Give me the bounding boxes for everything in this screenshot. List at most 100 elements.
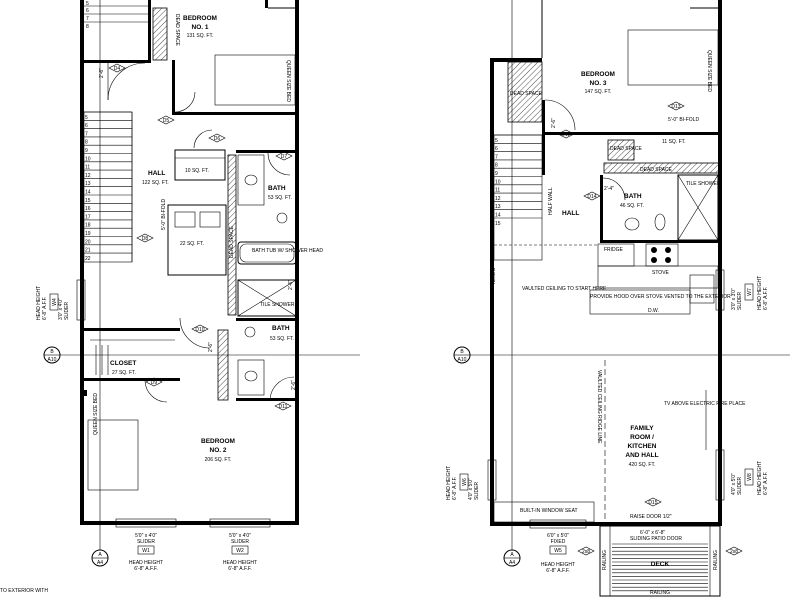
svg-text:5'0" x 4'0": 5'0" x 4'0" bbox=[135, 533, 157, 539]
svg-text:SLIDER: SLIDER bbox=[737, 292, 743, 310]
right-stair-step-number: 14 bbox=[495, 213, 501, 219]
dead-space-small-label: DEAD SPACE bbox=[610, 146, 643, 152]
window-w4-label: HEAD HEIGHT 6'-8" A.F.F. 3'0" x 4'0" SLI… bbox=[36, 286, 70, 320]
svg-text:6'-8" A.F.F.: 6'-8" A.F.F. bbox=[452, 476, 458, 500]
left-stair-step-number: 21 bbox=[85, 248, 91, 254]
svg-text:6'0" x 5'0": 6'0" x 5'0" bbox=[547, 533, 569, 539]
left-stair-step-number: 20 bbox=[85, 239, 91, 245]
door-d9: D9 bbox=[144, 377, 168, 403]
door-tag-d10: D10 bbox=[195, 327, 204, 333]
svg-text:HEAD HEIGHT: HEAD HEIGHT bbox=[36, 286, 42, 320]
deck-boards bbox=[612, 543, 708, 592]
door-d7: D7 bbox=[267, 151, 293, 176]
left-stair-step-number: 11 bbox=[85, 165, 90, 171]
right-stair-step-number: 6 bbox=[495, 146, 498, 152]
closet27-north-wall bbox=[84, 328, 180, 331]
bath2-name: BATH bbox=[272, 325, 290, 332]
bath3-toilet bbox=[654, 213, 666, 231]
hall3-label: HALL bbox=[562, 210, 579, 217]
closet27-south-wall bbox=[84, 378, 180, 381]
door-d12: D12 bbox=[544, 99, 576, 139]
family-room-line3: KITCHEN bbox=[628, 443, 657, 450]
bedroom2-queen-bed bbox=[87, 419, 139, 491]
stove-cooktop bbox=[645, 243, 679, 267]
top-stair-list: 5 6 7 8 bbox=[84, 1, 148, 30]
window-seat bbox=[493, 501, 595, 523]
footnote: TO EXTERIOR WITH bbox=[0, 588, 48, 594]
window-w7-label: 3'0" x 3'0" SLIDER W7 HEAD HEIGHT 6'-8" … bbox=[731, 276, 769, 310]
svg-text:SLIDER: SLIDER bbox=[64, 302, 70, 320]
door-tag-d15: D15 bbox=[648, 500, 657, 506]
sliding-door-size: 6'-0" x 6'-8" bbox=[640, 530, 665, 536]
bedroom1-west-wall bbox=[172, 60, 175, 115]
left-stair-step-number: 7 bbox=[85, 131, 88, 137]
closet27-area: 27 SQ. FT. bbox=[112, 370, 136, 376]
left-exterior-wall-east bbox=[295, 0, 299, 525]
deck-label: DECK bbox=[651, 561, 670, 568]
tile-shower-label: TILE SHOWER bbox=[260, 302, 295, 308]
dead-space-hatch-mid bbox=[227, 154, 237, 316]
window-w5-label: 6'0" x 5'0" FIXED W5 HEAD HEIGHT 6'-8" A… bbox=[541, 533, 575, 574]
railing-left: RAILING bbox=[602, 550, 608, 570]
right-stair-step-number: 13 bbox=[495, 204, 501, 210]
bedroom3-queen-bed bbox=[627, 29, 719, 86]
bedroom2-name: BEDROOM bbox=[201, 438, 235, 445]
door-d13: D13 bbox=[667, 101, 685, 111]
window-tag-w4: W4 bbox=[52, 298, 58, 306]
svg-text:A4: A4 bbox=[97, 560, 103, 566]
section-marker-b-right: B A10 bbox=[453, 346, 471, 364]
svg-text:SLIDER: SLIDER bbox=[231, 539, 249, 545]
kitchen-counter bbox=[597, 265, 719, 289]
svg-text:4'0" x 5'0": 4'0" x 5'0" bbox=[468, 478, 474, 500]
right-staircase bbox=[493, 134, 543, 261]
door-d5: D5 bbox=[157, 91, 196, 125]
dead-space-strip-label: DEAD SPACE bbox=[640, 167, 673, 173]
window-tag-w1: W1 bbox=[142, 548, 150, 554]
bedroom1-queen-bed bbox=[214, 54, 296, 106]
bedroom1-name: BEDROOM bbox=[183, 15, 217, 22]
door-tag-d9: D9 bbox=[151, 380, 158, 386]
svg-text:B: B bbox=[50, 349, 54, 355]
svg-text:6'-8" A.F.F.: 6'-8" A.F.F. bbox=[546, 568, 570, 574]
svg-text:HEAD HEIGHT: HEAD HEIGHT bbox=[757, 461, 763, 495]
window-tag-w7: W7 bbox=[747, 288, 753, 296]
dw-label: D.W. bbox=[648, 308, 659, 314]
fridge-label: FRIDGE bbox=[604, 247, 624, 253]
bedroom1-area: 131 SQ. FT. bbox=[187, 33, 214, 39]
left-stair-step-number: 12 bbox=[85, 173, 91, 179]
top-num-8: 8 bbox=[86, 24, 89, 30]
bedroom3-name: BEDROOM bbox=[581, 71, 615, 78]
bedroom2-area: 206 SQ. FT. bbox=[205, 457, 232, 463]
bath3-south-wall bbox=[600, 240, 720, 243]
bath1-vanity bbox=[237, 154, 265, 206]
door-d14: D14 bbox=[583, 177, 626, 201]
svg-text:A: A bbox=[510, 552, 514, 558]
left-exterior-wall-south bbox=[80, 521, 299, 525]
closet-10-area: 10 SQ. FT. bbox=[185, 168, 209, 174]
svg-text:6'-8" A.F.F.: 6'-8" A.F.F. bbox=[42, 296, 48, 320]
bath1-name: BATH bbox=[268, 185, 286, 192]
svg-text:3'0" x 4'0": 3'0" x 4'0" bbox=[58, 298, 64, 320]
dead-space-hatch-strip bbox=[603, 162, 721, 174]
window-w1-label: 5'0" x 4'0" SLIDER W1 HEAD HEIGHT 6'-8" … bbox=[129, 533, 163, 572]
family-room-area: 420 SQ. FT. bbox=[629, 462, 656, 468]
svg-text:HEAD HEIGHT: HEAD HEIGHT bbox=[446, 466, 452, 500]
door-tag-d4: D4 bbox=[114, 66, 121, 72]
left-stair-step-number: 22 bbox=[85, 256, 91, 262]
door-tag-d5: D5 bbox=[163, 118, 170, 124]
door-d15: D15 bbox=[644, 497, 662, 507]
window-seat-label: BUILT-IN WINDOW SEAT bbox=[520, 508, 578, 514]
bedroom3-west-wall bbox=[542, 100, 545, 175]
door-d8: D8 bbox=[136, 233, 154, 243]
railing-bottom: RAILING bbox=[650, 590, 670, 596]
window-w5 bbox=[529, 519, 587, 529]
kitchen-island bbox=[589, 289, 691, 315]
lumber-tag-right: 2x8 bbox=[725, 546, 743, 556]
window-tag-w6: W6 bbox=[462, 478, 468, 486]
closet-22sqft bbox=[167, 204, 227, 276]
bath3-name: BATH bbox=[624, 193, 642, 200]
vaulted-ceiling-note: VAULTED CEILING TO START HERE bbox=[522, 286, 607, 292]
